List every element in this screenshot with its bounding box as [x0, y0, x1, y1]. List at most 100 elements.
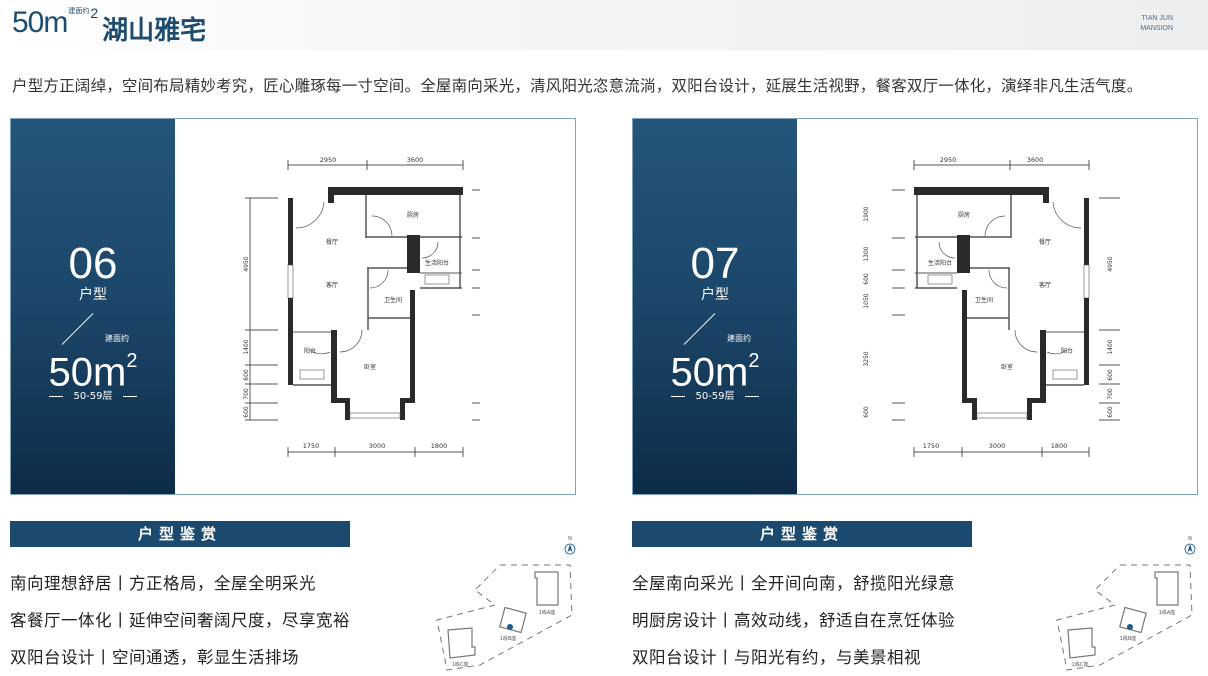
wall: [972, 398, 977, 420]
building-a: [1154, 571, 1179, 606]
area-note: 建面约: [68, 8, 90, 15]
building-a: [534, 571, 559, 606]
section-title: 户型鉴赏: [632, 521, 972, 547]
dimension-label: 3600: [1027, 156, 1044, 164]
wall: [345, 398, 350, 420]
dimension-label: 600: [863, 273, 870, 285]
wall: [962, 398, 977, 403]
door-swing: [1052, 201, 1082, 229]
room-label-bedroom: 卧室: [1001, 363, 1013, 371]
north-arrow-icon: [567, 544, 573, 552]
dimension-label: 3000: [989, 442, 1006, 450]
room-label-living: 客厅: [1039, 281, 1051, 289]
unit-floors: 50-59层: [11, 387, 175, 402]
door-swing: [339, 329, 363, 353]
dimension-label: 600: [1107, 369, 1114, 381]
feature-item: 客餐厅一体化丨延伸空间奢阔尺度，尽享宽裕: [10, 611, 350, 630]
dimension-label: 600: [243, 406, 250, 418]
wall: [400, 398, 415, 403]
dimension-label: 2950: [940, 156, 957, 164]
divider: [683, 313, 716, 345]
dimension-label: 3250: [863, 351, 870, 366]
room-label-utility-balcony: 生活阳台: [425, 259, 449, 267]
north-arrow-icon: [1187, 544, 1193, 552]
intro-text: 户型方正阔绰，空间布局精妙考究，匠心雕琢每一寸空间。全屋南向采光，清风阳光恣意流…: [12, 77, 1143, 95]
building-b: [499, 606, 527, 634]
dimension-label: 700: [243, 388, 250, 400]
room-label-balcony: 阳台: [1061, 347, 1073, 355]
dimension-label: 4950: [1107, 256, 1114, 271]
window: [977, 413, 1027, 418]
unit-marker: [1127, 624, 1133, 630]
room-label-kitchen: 厨房: [407, 211, 419, 219]
unit-label: 户型: [701, 287, 729, 303]
building-c: [1067, 627, 1096, 659]
wall: [328, 195, 334, 203]
wall: [914, 187, 1049, 195]
building-a-label: 1栋A座: [1159, 609, 1176, 616]
room-label-bathroom: 卫生间: [975, 296, 993, 304]
feature-item: 明厨房设计丨高效动线，舒适自在烹饪体验: [632, 611, 955, 630]
dimension-label: 1900: [863, 206, 870, 221]
wall: [1084, 198, 1089, 265]
window: [976, 412, 1028, 419]
door-swing: [1014, 329, 1038, 353]
building-c-label: 1栋C座: [1072, 661, 1089, 668]
wall: [1027, 398, 1046, 403]
building-b-label: 1栋B座: [500, 635, 517, 642]
ac-unit: [299, 369, 325, 380]
ac-unit: [1052, 369, 1078, 380]
door-swing: [421, 241, 439, 259]
dimension-label: 1300: [863, 246, 870, 261]
dimension-label: 2950: [320, 156, 337, 164]
room-label-balcony: 阳台: [304, 347, 316, 355]
wall: [400, 398, 405, 420]
dimension-label: 1800: [1051, 442, 1068, 450]
room-label-kitchen: 厨房: [958, 211, 970, 219]
unit-label: 户型: [79, 287, 107, 303]
room-label-dining: 餐厅: [1039, 238, 1051, 246]
building-b: [1119, 606, 1147, 634]
wall: [962, 290, 967, 403]
title-name: 湖山雅宅: [102, 15, 207, 45]
dimension-label: 1750: [303, 442, 320, 450]
door-swing: [1046, 349, 1068, 355]
door-swing: [371, 215, 393, 237]
wall: [328, 187, 463, 195]
wall: [331, 398, 350, 403]
section-title: 户型鉴赏: [10, 521, 350, 547]
door-swing: [295, 201, 325, 229]
plan-walls: [245, 160, 480, 457]
door-swing: [369, 269, 389, 289]
pillar: [407, 235, 420, 273]
plan-walls: [892, 160, 1120, 457]
door-swing: [984, 215, 1006, 237]
unit-number: 06: [68, 239, 118, 288]
unit-marker: [507, 624, 513, 630]
feature-item: 全屋南向采光丨全开间向南，舒揽阳光绿意: [632, 574, 955, 593]
floor-plan-07: 厨房餐厅客厅生活阳台卫生间阳台卧室36002950180030001750190…: [863, 156, 1120, 457]
wall: [1027, 398, 1032, 420]
room-label-living: 客厅: [326, 281, 338, 289]
dimension-label: 1750: [923, 442, 940, 450]
building-c-label: 1栋C座: [452, 661, 469, 668]
site-boundary: [436, 564, 573, 671]
dimension-label: 600: [1107, 406, 1114, 418]
wall: [410, 290, 415, 403]
building-c: [447, 627, 476, 659]
door-swing: [309, 349, 331, 355]
wall: [288, 298, 293, 385]
window: [349, 412, 401, 419]
building-a-label: 1栋A座: [539, 609, 556, 616]
dimension-label: 600: [243, 369, 250, 381]
wall: [288, 198, 293, 265]
feature-item: 南向理想舒居丨方正格局，全屋全明采光: [10, 574, 316, 593]
pillar: [957, 235, 970, 273]
